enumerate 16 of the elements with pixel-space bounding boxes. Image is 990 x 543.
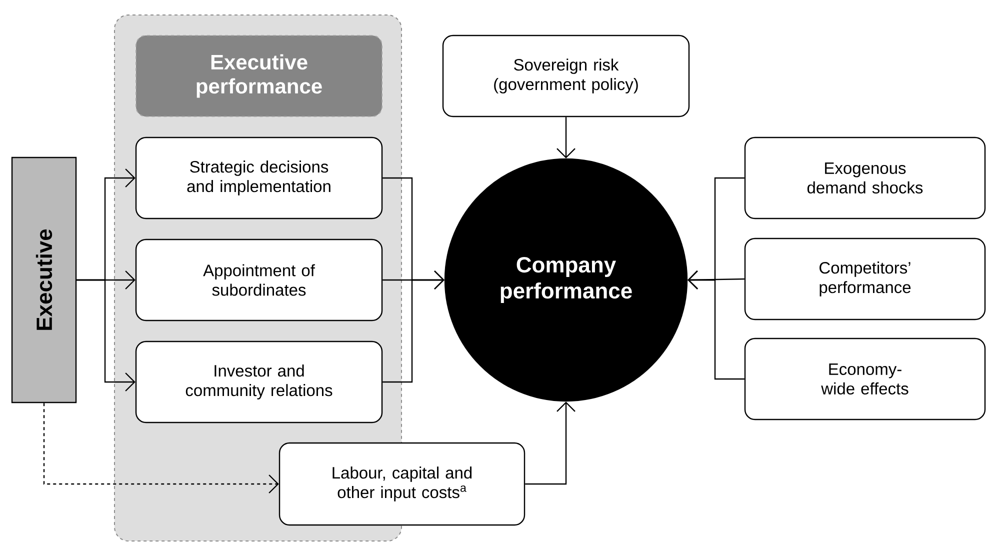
process-box: Labour, capital and other input costs$^{a}$ — [278, 442, 526, 526]
executive-box: Executive — [11, 156, 77, 404]
process-box: Economy-wide effects — [744, 338, 986, 420]
process-box: Exogenous demand shocks — [744, 136, 986, 220]
process-box: Sovereign risk (government policy) — [442, 34, 690, 118]
arrow — [43, 403, 279, 494]
arrow — [382, 270, 444, 383]
arrow — [688, 270, 744, 290]
arrow — [688, 270, 744, 380]
process-box: Appointment of subordinates — [135, 238, 383, 322]
process-box: Investor and community relations — [135, 340, 383, 424]
arrow — [556, 117, 576, 158]
process-box: Competitors’ performance — [744, 238, 986, 320]
arrow — [76, 279, 136, 392]
process-box: Strategic decisions and implementation — [135, 136, 383, 220]
arrow — [525, 402, 576, 485]
